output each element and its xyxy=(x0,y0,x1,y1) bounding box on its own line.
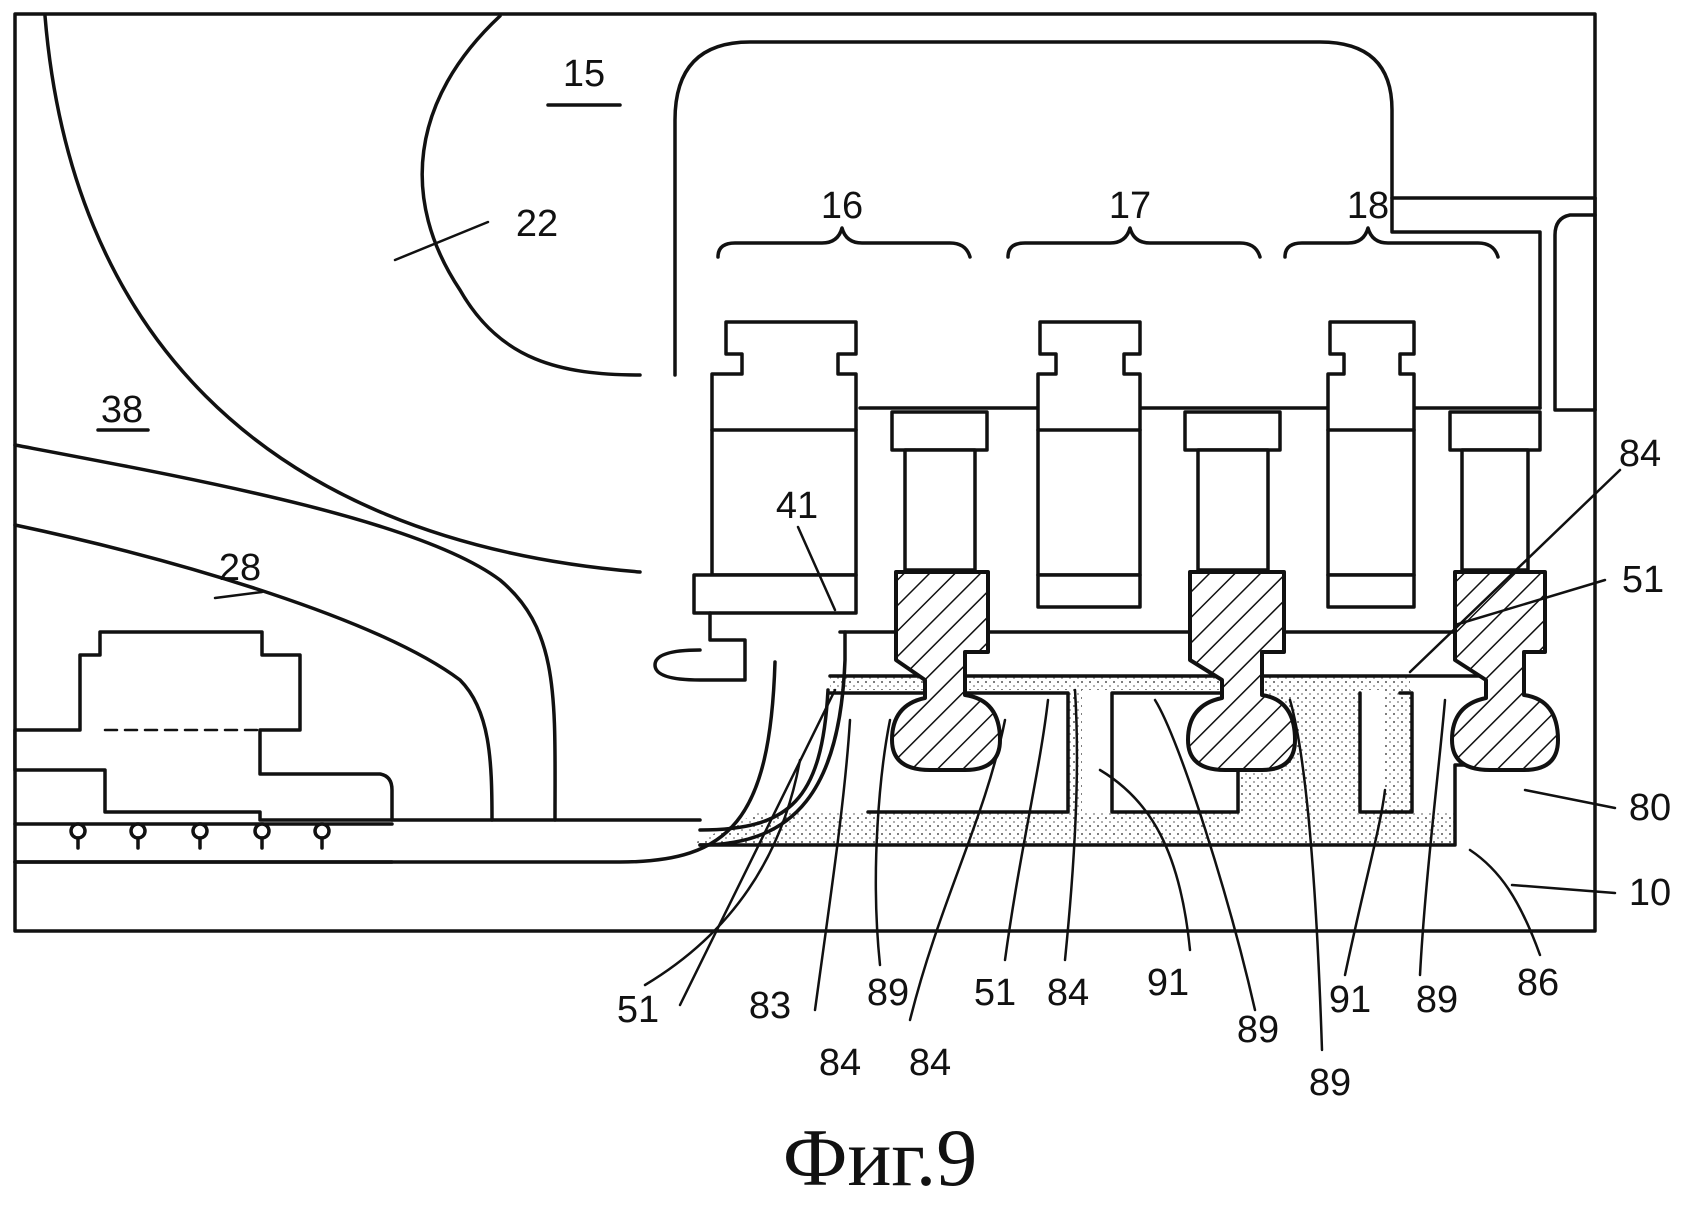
bulb-16 xyxy=(655,322,856,680)
label-28: 28 xyxy=(219,547,261,589)
label-84-a: 84 xyxy=(819,1042,861,1084)
label-17: 17 xyxy=(1109,185,1151,227)
label-84-top: 84 xyxy=(1619,433,1661,475)
column-c xyxy=(1450,412,1540,570)
curve-38-boundary xyxy=(45,16,640,572)
label-89-b: 89 xyxy=(1237,1009,1279,1051)
side-notch xyxy=(1555,215,1595,410)
label-84-c: 84 xyxy=(1047,972,1089,1014)
curve-22-boundary xyxy=(422,16,640,375)
label-91-b: 91 xyxy=(1329,979,1371,1021)
plate-80-top-strip xyxy=(830,676,1410,690)
contact-spring-a xyxy=(892,572,1000,770)
label-16: 16 xyxy=(821,185,863,227)
label-89-d: 89 xyxy=(1416,979,1458,1021)
label-51-a: 51 xyxy=(617,989,659,1031)
connector-pins xyxy=(71,824,329,848)
label-89-a: 89 xyxy=(867,972,909,1014)
figure-caption: Фиг.9 xyxy=(783,1112,978,1203)
label-10: 10 xyxy=(1629,872,1671,914)
label-89-c: 89 xyxy=(1309,1062,1351,1104)
label-86: 86 xyxy=(1517,962,1559,1004)
label-18: 18 xyxy=(1347,185,1389,227)
connector-block xyxy=(15,632,392,820)
label-15: 15 xyxy=(563,53,605,95)
brace-16 xyxy=(718,228,970,257)
contact-spring-c xyxy=(1452,572,1558,770)
contact-spring-b xyxy=(1188,572,1295,770)
label-80: 80 xyxy=(1629,787,1671,829)
label-41: 41 xyxy=(776,485,818,527)
bulb-17 xyxy=(1038,322,1140,607)
label-83: 83 xyxy=(749,985,791,1027)
label-51-right: 51 xyxy=(1622,559,1664,601)
column-a xyxy=(892,412,987,570)
bulb-18 xyxy=(1328,322,1414,607)
column-b xyxy=(1185,412,1280,570)
label-91-a: 91 xyxy=(1147,962,1189,1004)
brace-17 xyxy=(1008,228,1260,257)
label-22: 22 xyxy=(516,203,558,245)
plate-80-dotted xyxy=(690,690,1455,845)
label-84-b: 84 xyxy=(909,1042,951,1084)
label-38: 38 xyxy=(101,389,143,431)
label-51-b: 51 xyxy=(974,972,1016,1014)
